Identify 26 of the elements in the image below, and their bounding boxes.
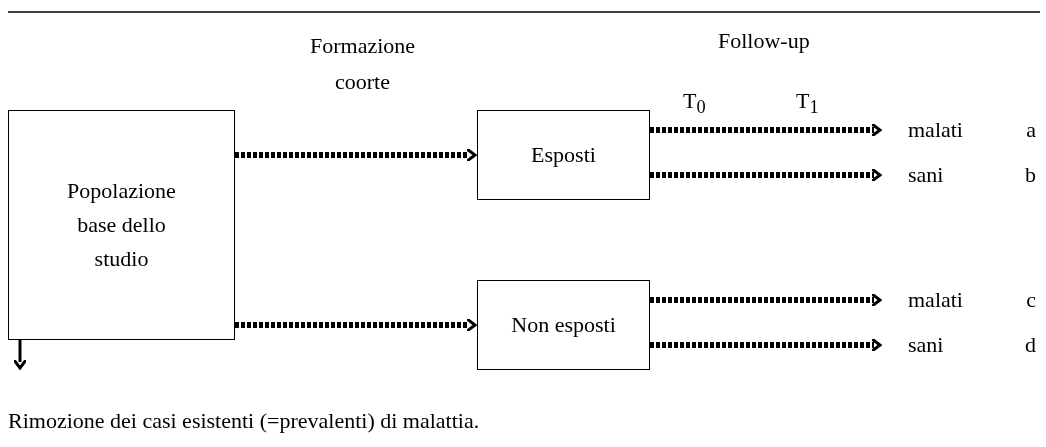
- outcome-label: malati: [908, 117, 963, 143]
- column-heading: Follow-up: [718, 28, 810, 54]
- outcome-label: malati: [908, 287, 963, 313]
- cell-letter: b: [1025, 162, 1036, 188]
- note-text: Rimozione dei casi esistenti (=prevalenti) di malattia.: [8, 408, 480, 434]
- down-arrow: [12, 340, 28, 370]
- outcome-label: sani: [908, 332, 944, 358]
- box-label: Non esposti: [511, 312, 616, 338]
- dashed-arrow: [235, 147, 477, 163]
- dashed-arrow: [650, 292, 882, 308]
- dashed-arrow: [650, 167, 882, 183]
- process-box: [8, 110, 235, 340]
- process-box: [477, 110, 650, 200]
- time-label: T$_{1}$: [796, 88, 819, 119]
- process-box: [477, 280, 650, 370]
- box-label: Esposti: [531, 142, 596, 168]
- cell-letter: a: [1026, 117, 1036, 143]
- dashed-arrow: [650, 122, 882, 138]
- dashed-arrow: [235, 317, 477, 333]
- outcome-label: sani: [908, 162, 944, 188]
- dashed-arrow: [650, 337, 882, 353]
- column-heading: Formazione coorte: [308, 32, 417, 97]
- time-label: T$_{0}$: [683, 88, 706, 119]
- cell-letter: c: [1026, 287, 1036, 313]
- cell-letter: d: [1025, 332, 1036, 358]
- box-label: Popolazione base dello studio: [66, 176, 177, 274]
